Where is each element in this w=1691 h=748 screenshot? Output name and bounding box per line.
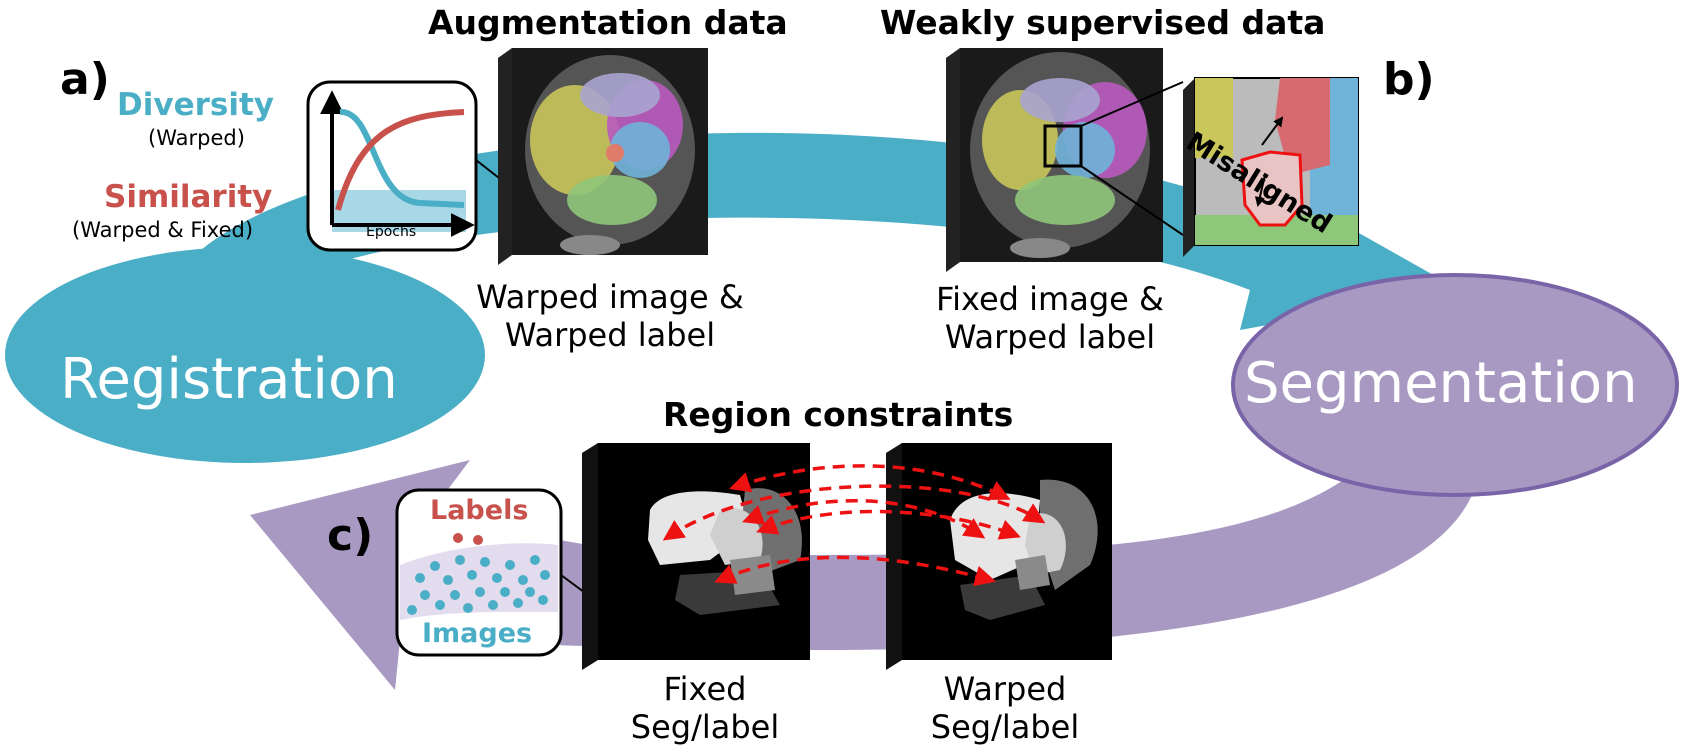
diversity-curve xyxy=(339,108,465,208)
images-annotation: Images xyxy=(422,618,533,649)
segmentation-label: Segmentation xyxy=(1244,351,1638,416)
diversity-label: Diversity xyxy=(117,87,274,123)
misaligned-zoom-inset xyxy=(1183,77,1359,257)
caption-line: Seg/label xyxy=(930,708,1080,746)
caption-line: Warped image & xyxy=(476,278,744,316)
region-correspondence-arrows xyxy=(662,464,1046,587)
caption-line: Seg/label xyxy=(630,708,780,746)
caption-line: Fixed image & xyxy=(936,280,1164,318)
fixed-image-caption: Fixed image & Warped label xyxy=(930,280,1170,356)
weakly-supervised-heading: Weakly supervised data xyxy=(880,3,1326,42)
warped-seg-thumbnail xyxy=(886,443,1112,670)
caption-line: Warped label xyxy=(504,316,716,354)
warped-seg-caption: Warped Seg/label xyxy=(900,670,1110,746)
caption-line: Warped label xyxy=(944,318,1156,356)
region-constraints-heading: Region constraints xyxy=(663,395,1014,434)
augmentation-heading: Augmentation data xyxy=(428,3,788,42)
registration-node xyxy=(5,247,485,463)
warped-image-caption: Warped image & Warped label xyxy=(470,278,750,354)
epochs-axis-label: Epochs xyxy=(366,224,417,240)
segmentation-node xyxy=(1231,273,1679,497)
panel-b-label: b) xyxy=(1383,54,1435,105)
caption-line: Warped xyxy=(943,670,1067,708)
similarity-label: Similarity xyxy=(104,179,273,215)
similarity-curve xyxy=(335,109,465,211)
labels-annotation: Labels xyxy=(430,495,529,526)
fixed-image-thumbnail xyxy=(946,48,1163,272)
caption-line: Fixed xyxy=(663,670,747,708)
labels-images-scatter xyxy=(395,488,563,657)
similarity-sublabel: (Warped & Fixed) xyxy=(72,218,254,242)
diversity-similarity-chart xyxy=(306,80,478,252)
warped-image-thumbnail xyxy=(498,48,708,265)
diversity-sublabel: (Warped) xyxy=(148,126,245,150)
panel-a-label: a) xyxy=(60,54,110,105)
fixed-seg-caption: Fixed Seg/label xyxy=(600,670,810,746)
panel-c-label: c) xyxy=(327,510,374,561)
registration-label: Registration xyxy=(60,347,398,412)
